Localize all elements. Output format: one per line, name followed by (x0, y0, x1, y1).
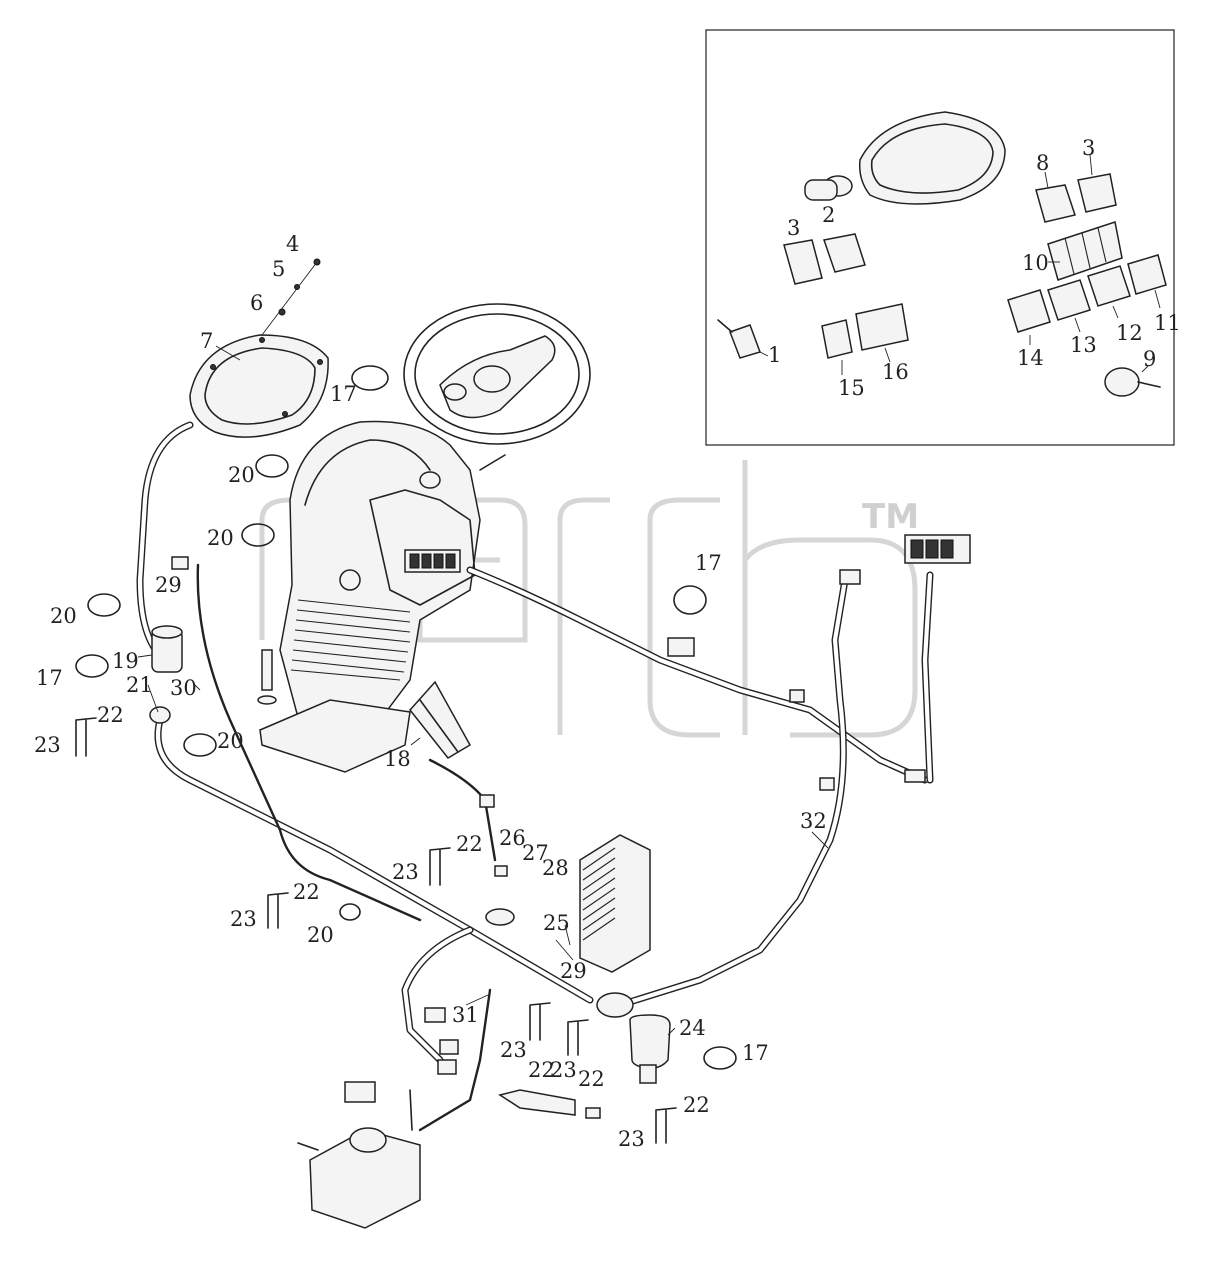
callout-22e: 22 (578, 1067, 605, 1091)
callout-32: 32 (800, 809, 827, 833)
callout-30: 30 (170, 676, 197, 700)
steering-console (257, 420, 506, 773)
leader-lines (137, 345, 829, 1036)
callout-31: 31 (452, 1003, 479, 1027)
callout-23d: 23 (500, 1038, 527, 1062)
inset-callout-9: 9 (1143, 347, 1156, 371)
inset-callout-12: 12 (1116, 321, 1143, 345)
callout-22b: 22 (456, 832, 483, 856)
steering-wheel (403, 303, 591, 445)
watermark-tm: TM (862, 497, 919, 537)
inset-callout-2: 2 (822, 203, 835, 227)
callout-20b: 20 (207, 526, 234, 550)
inset-callout-1: 1 (768, 343, 781, 367)
console-bellows (290, 599, 411, 681)
callout-20c: 20 (50, 604, 77, 628)
instrument-cluster-frame (189, 334, 329, 438)
callout-6: 6 (250, 291, 263, 315)
callout-17d: 17 (742, 1041, 769, 1065)
inset-frame (705, 29, 1175, 446)
components (149, 625, 671, 1229)
callout-27: 27 (522, 841, 549, 865)
callout-22d: 22 (528, 1058, 555, 1082)
callout-7: 7 (200, 329, 213, 353)
callout-18: 18 (384, 747, 411, 771)
callout-29a: 29 (155, 573, 182, 597)
inset-callout-3a: 3 (787, 216, 800, 240)
inset-callout-16: 16 (882, 360, 909, 384)
callout-23e: 23 (550, 1058, 577, 1082)
callout-23a: 23 (34, 733, 61, 757)
inset-callout-8: 8 (1036, 151, 1049, 175)
callout-labels: 4 5 6 7 17 20 20 29 20 17 19 21 30 22 23… (34, 232, 827, 1151)
callout-17c: 17 (695, 551, 722, 575)
callout-20d: 20 (217, 729, 244, 753)
inset-callout-10: 10 (1022, 251, 1049, 275)
inset-callout-13: 13 (1070, 333, 1097, 357)
callout-23f: 23 (618, 1127, 645, 1151)
callout-17a: 17 (330, 382, 357, 406)
callout-29b: 29 (560, 959, 587, 983)
connectors (171, 534, 971, 1075)
main-wiring-harness (136, 421, 934, 1132)
callout-17b: 17 (36, 666, 63, 690)
callout-5: 5 (272, 257, 285, 281)
callout-22a: 22 (97, 703, 124, 727)
inset-callout-3b: 3 (1082, 136, 1095, 160)
callout-20a: 20 (228, 463, 255, 487)
inset-callout-11: 11 (1154, 311, 1181, 335)
inset-callout-15: 15 (838, 376, 865, 400)
callout-26: 26 (499, 826, 526, 850)
callout-28: 28 (542, 856, 569, 880)
cable-ties (75, 365, 737, 1070)
accelerator-pedal (409, 680, 472, 759)
callout-19: 19 (112, 649, 139, 673)
callout-25: 25 (543, 911, 570, 935)
callout-22c: 22 (293, 880, 320, 904)
callout-23b: 23 (392, 860, 419, 884)
brackets (75, 717, 677, 1144)
inset-detail: 3 2 8 3 10 1 15 16 14 13 12 11 9 (705, 29, 1181, 446)
callout-21: 21 (126, 673, 153, 697)
inset-callout-14: 14 (1017, 346, 1044, 370)
callout-20e: 20 (307, 923, 334, 947)
callout-24: 24 (679, 1016, 706, 1040)
fasteners (261, 258, 321, 336)
callout-22f: 22 (683, 1093, 710, 1117)
callout-23c: 23 (230, 907, 257, 931)
callout-4: 4 (286, 232, 299, 256)
